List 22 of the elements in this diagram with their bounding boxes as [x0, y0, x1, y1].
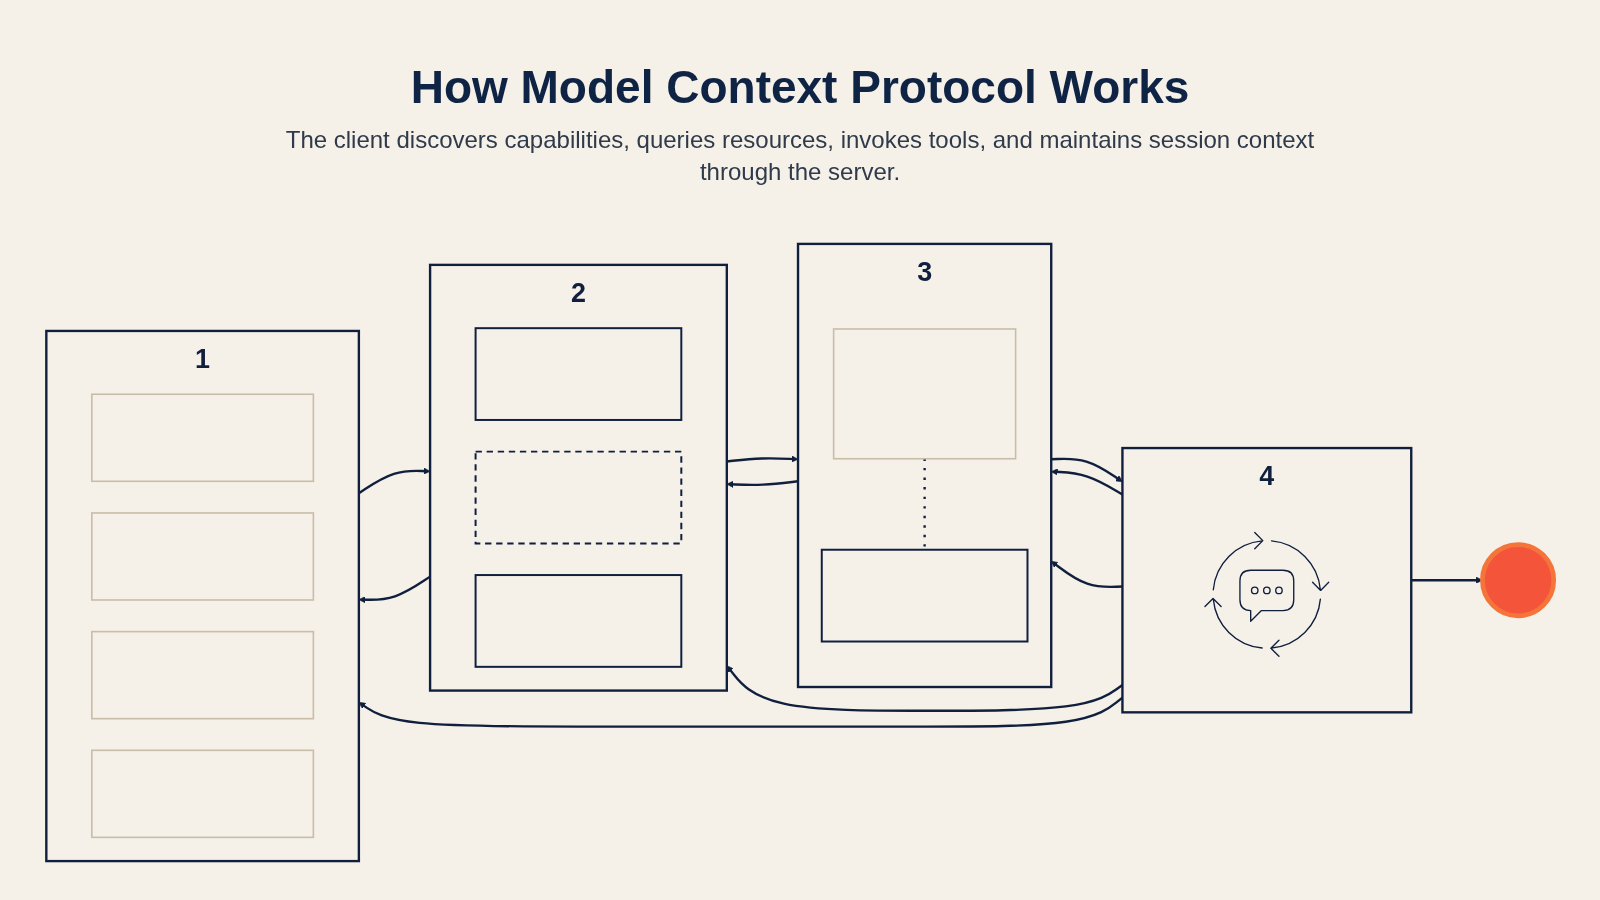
arrow: [358, 575, 431, 604]
cluster: 4: [1121, 446, 1413, 714]
title: How Model Context Protocol Works: [410, 60, 1190, 114]
arrow: [358, 467, 431, 495]
arrow: [1051, 457, 1123, 483]
cluster: 1: [45, 329, 361, 863]
node-box: [91, 749, 315, 839]
connector: [923, 458, 926, 550]
node-box: [474, 327, 683, 421]
arrow: [726, 480, 799, 488]
cluster: 3: [796, 242, 1053, 689]
node-box: [832, 328, 1017, 460]
node-box: [474, 574, 683, 668]
node-box: [91, 630, 315, 720]
node-box: [91, 512, 315, 601]
node-box: [474, 450, 683, 545]
cluster: 2: [428, 263, 728, 692]
node-box: [91, 393, 315, 483]
caption: The client discovers capabilities, queries resources, invokes tools, and maintains session context through the server.: [284, 125, 1316, 187]
arrow: [726, 455, 799, 463]
node-box: [820, 548, 1029, 643]
node-circle: [1480, 542, 1557, 619]
